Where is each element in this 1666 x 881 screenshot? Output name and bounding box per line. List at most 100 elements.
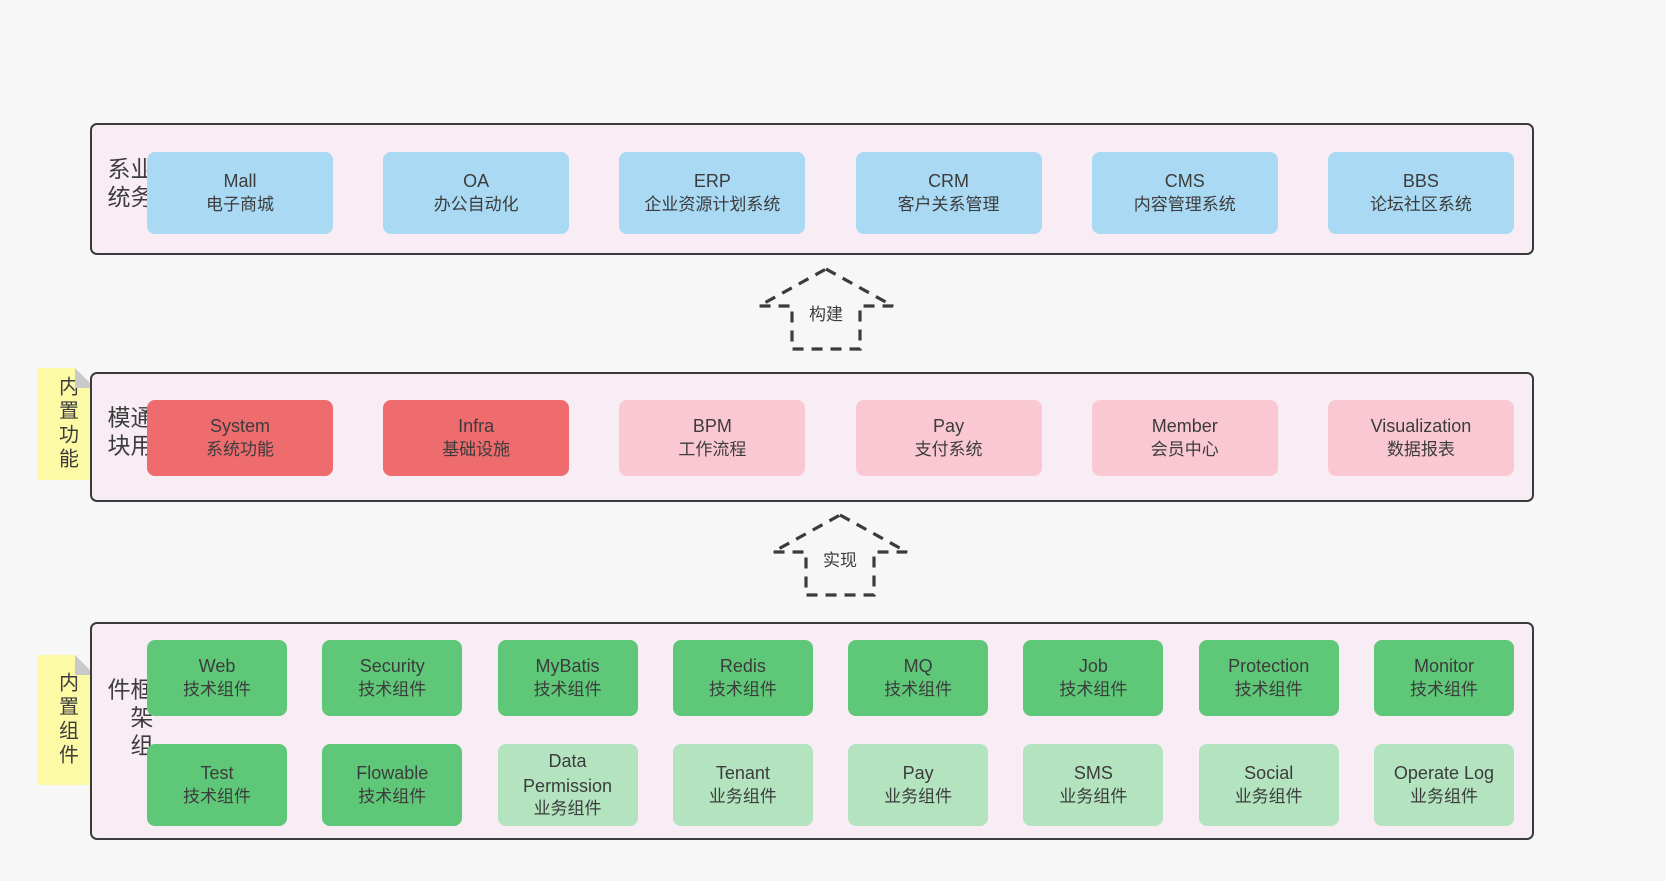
box-title: BPM: [692, 416, 732, 437]
box-subtitle: 业务组件: [708, 786, 777, 806]
box-erp: ERP 企业资源计划系统: [619, 152, 806, 234]
box-bpm: BPM 工作流程: [619, 400, 806, 476]
framework-components-row-1: Web 技术组件 Security 技术组件 MyBatis 技术组件 Redi…: [147, 640, 1514, 716]
box-visualization: Visualization 数据报表: [1327, 400, 1514, 476]
layer-label: 框架组件: [104, 677, 153, 762]
box-title: Visualization: [1370, 416, 1472, 437]
layer-label: 通用模块: [104, 405, 153, 462]
box-title: Test: [200, 763, 234, 784]
box-title: System: [209, 416, 270, 437]
box-sms: SMS 业务组件: [1023, 744, 1164, 826]
box-title: Tenant: [715, 763, 770, 784]
box-subtitle: 技术组件: [1409, 679, 1478, 699]
box-mq: MQ 技术组件: [848, 640, 989, 716]
sticky-note-built-in-features: 内置功能: [38, 368, 95, 480]
box-subtitle: 支付系统: [914, 439, 983, 459]
box-subtitle: 企业资源计划系统: [644, 194, 781, 214]
box-subtitle: 技术组件: [708, 679, 777, 699]
box-title: BBS: [1402, 171, 1439, 192]
box-oa: OA 办公自动化: [383, 152, 570, 234]
box-subtitle: 技术组件: [1234, 679, 1303, 699]
box-title: Mall: [223, 171, 257, 192]
box-subtitle: 技术组件: [183, 679, 251, 699]
box-subtitle: 业务组件: [1234, 786, 1303, 806]
box-member: Member 会员中心: [1091, 400, 1278, 476]
box-subtitle: 电子商城: [206, 194, 274, 214]
box-subtitle: 工作流程: [678, 439, 747, 459]
box-title: Protection: [1228, 656, 1310, 677]
box-title: Social: [1244, 763, 1294, 784]
box-pay-business: Pay 业务组件: [848, 744, 989, 826]
box-subtitle: 业务组件: [533, 798, 602, 818]
arrow-build: 构建: [756, 266, 896, 352]
box-title: Pay: [902, 763, 934, 784]
sticky-note-built-in-components: 内置组件: [38, 655, 95, 785]
box-title: MQ: [903, 656, 933, 677]
box-subtitle: 业务组件: [1409, 786, 1478, 806]
box-crm: CRM 客户关系管理: [855, 152, 1042, 234]
box-bbs: BBS 论坛社区系统: [1327, 152, 1514, 234]
box-protection: Protection 技术组件: [1198, 640, 1339, 716]
common-modules-row: System 系统功能 Infra 基础设施 BPM 工作流程 Pay 支付系统…: [147, 400, 1514, 476]
box-pay: Pay 支付系统: [855, 400, 1042, 476]
arrow-label: 实现: [820, 545, 860, 572]
layer-label: 业务系统: [104, 157, 153, 213]
box-title: Redis: [719, 656, 766, 677]
framework-components-row-2: Test 技术组件 Flowable 技术组件 Data Permission …: [147, 744, 1514, 826]
box-flowable: Flowable 技术组件: [322, 744, 463, 826]
box-security: Security 技术组件: [322, 640, 463, 716]
box-redis: Redis 技术组件: [672, 640, 813, 716]
box-title: Operate Log: [1393, 763, 1494, 784]
box-subtitle: 论坛社区系统: [1369, 194, 1472, 214]
box-title: SMS: [1073, 763, 1113, 784]
arrow-label: 构建: [806, 299, 846, 326]
box-subtitle: 技术组件: [358, 786, 427, 806]
box-subtitle: 技术组件: [884, 679, 953, 699]
box-title: ERP: [693, 171, 731, 192]
box-title: OA: [463, 171, 490, 192]
box-title: Job: [1078, 656, 1108, 677]
sticky-note-text: 内置组件: [55, 672, 78, 768]
box-title: Member: [1151, 416, 1218, 437]
box-infra: Infra 基础设施: [383, 400, 570, 476]
box-subtitle: 系统功能: [206, 439, 274, 459]
sticky-note-text: 内置功能: [55, 376, 78, 472]
layer-business-systems: 业务系统 Mall 电子商城 OA 办公自动化 ERP 企业资源计划系统 CRM…: [90, 123, 1534, 255]
box-title: Infra: [458, 416, 495, 437]
box-subtitle: 业务组件: [1059, 786, 1128, 806]
box-subtitle: 数据报表: [1386, 439, 1455, 459]
box-title: Data Permission: [523, 751, 613, 796]
box-title: MyBatis: [535, 656, 600, 677]
box-title: Monitor: [1413, 656, 1474, 677]
box-mybatis: MyBatis 技术组件: [497, 640, 638, 716]
box-title: CMS: [1164, 171, 1205, 192]
box-system: System 系统功能: [147, 400, 333, 476]
box-subtitle: 技术组件: [358, 679, 427, 699]
box-title: Security: [359, 656, 425, 677]
layer-framework-components: 框架组件 Web 技术组件 Security 技术组件 MyBatis 技术组件…: [90, 622, 1534, 840]
box-tenant: Tenant 业务组件: [672, 744, 813, 826]
box-subtitle: 技术组件: [1059, 679, 1128, 699]
dashed-up-arrow-icon: [758, 267, 894, 351]
box-subtitle: 内容管理系统: [1133, 194, 1236, 214]
box-social: Social 业务组件: [1198, 744, 1339, 826]
box-web: Web 技术组件: [147, 640, 287, 716]
layer-common-modules: 通用模块 System 系统功能 Infra 基础设施 BPM 工作流程 Pay…: [90, 372, 1534, 502]
box-cms: CMS 内容管理系统: [1091, 152, 1278, 234]
box-job: Job 技术组件: [1023, 640, 1164, 716]
box-subtitle: 基础设施: [442, 439, 511, 459]
box-subtitle: 技术组件: [533, 679, 602, 699]
arrow-implement: 实现: [770, 512, 910, 598]
box-title: CRM: [928, 171, 970, 192]
box-monitor: Monitor 技术组件: [1373, 640, 1514, 716]
box-subtitle: 办公自动化: [433, 194, 519, 214]
box-subtitle: 客户关系管理: [897, 194, 1000, 214]
box-test: Test 技术组件: [147, 744, 287, 826]
box-title: Web: [198, 656, 236, 677]
box-title: Pay: [933, 416, 965, 437]
box-mall: Mall 电子商城: [147, 152, 333, 234]
box-operate-log: Operate Log 业务组件: [1373, 744, 1514, 826]
box-title: Flowable: [356, 763, 429, 784]
box-subtitle: 技术组件: [183, 786, 251, 806]
